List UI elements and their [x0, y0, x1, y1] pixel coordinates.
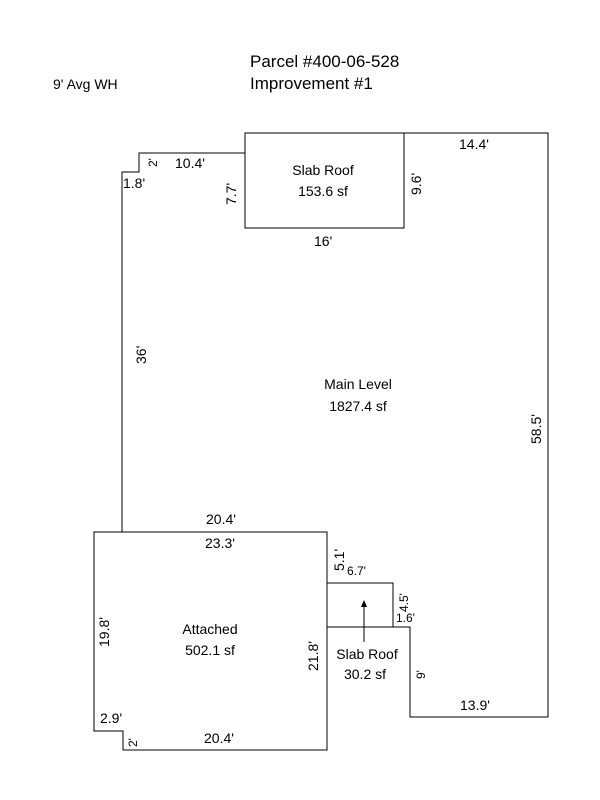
dim-2-9: 2.9': [100, 710, 122, 726]
dim-1-8: 1.8': [123, 175, 145, 191]
dim-20-4-top: 20.4': [206, 511, 236, 527]
slab-roof-top-outline: [244, 132, 405, 229]
dim-23-3: 23.3': [205, 535, 235, 551]
dim-36: 36': [133, 346, 149, 364]
dim-6-7: 6.7': [347, 564, 366, 578]
slab-roof-small-outline: [327, 582, 394, 628]
dim-7-7: 7.7': [223, 183, 239, 205]
dim-13-9: 13.9': [460, 697, 490, 713]
main-level-area: 1827.4 sf: [329, 398, 387, 414]
main-level-name: Main Level: [324, 376, 392, 392]
improvement-number: Improvement #1: [250, 74, 373, 93]
arrow-head: [361, 600, 367, 607]
dim-4-5: 4.5': [397, 593, 411, 612]
wall-height: 9' Avg WH: [53, 76, 118, 92]
slab-roof-small-name: Slab Roof: [336, 646, 398, 662]
dim-14-4: 14.4': [459, 136, 489, 152]
dim-19-8: 19.8': [96, 617, 112, 647]
attached-outline: [93, 531, 328, 751]
attached-name: Attached: [182, 621, 237, 637]
dim-5-1: 5.1': [331, 549, 347, 571]
slab-roof-top-area: 153.6 sf: [298, 183, 348, 199]
parcel-number: Parcel #400-06-528: [250, 52, 399, 71]
dim-1-6: 1.6': [396, 611, 415, 625]
dim-16: 16': [314, 233, 332, 249]
slab-roof-small-area: 30.2 sf: [344, 666, 386, 682]
dim-2-top: 2': [146, 158, 160, 167]
attached-area: 502.1 sf: [185, 642, 235, 658]
dim-10-4: 10.4': [175, 155, 205, 171]
dim-58-5: 58.5': [528, 414, 544, 444]
dim-9: 9': [414, 670, 428, 679]
slab-roof-top-name: Slab Roof: [292, 162, 354, 178]
dim-9-6: 9.6': [408, 173, 424, 195]
dim-21-8: 21.8': [305, 641, 321, 671]
dim-2-bottom: 2': [126, 738, 140, 747]
dim-20-4-bottom: 20.4': [204, 730, 234, 746]
